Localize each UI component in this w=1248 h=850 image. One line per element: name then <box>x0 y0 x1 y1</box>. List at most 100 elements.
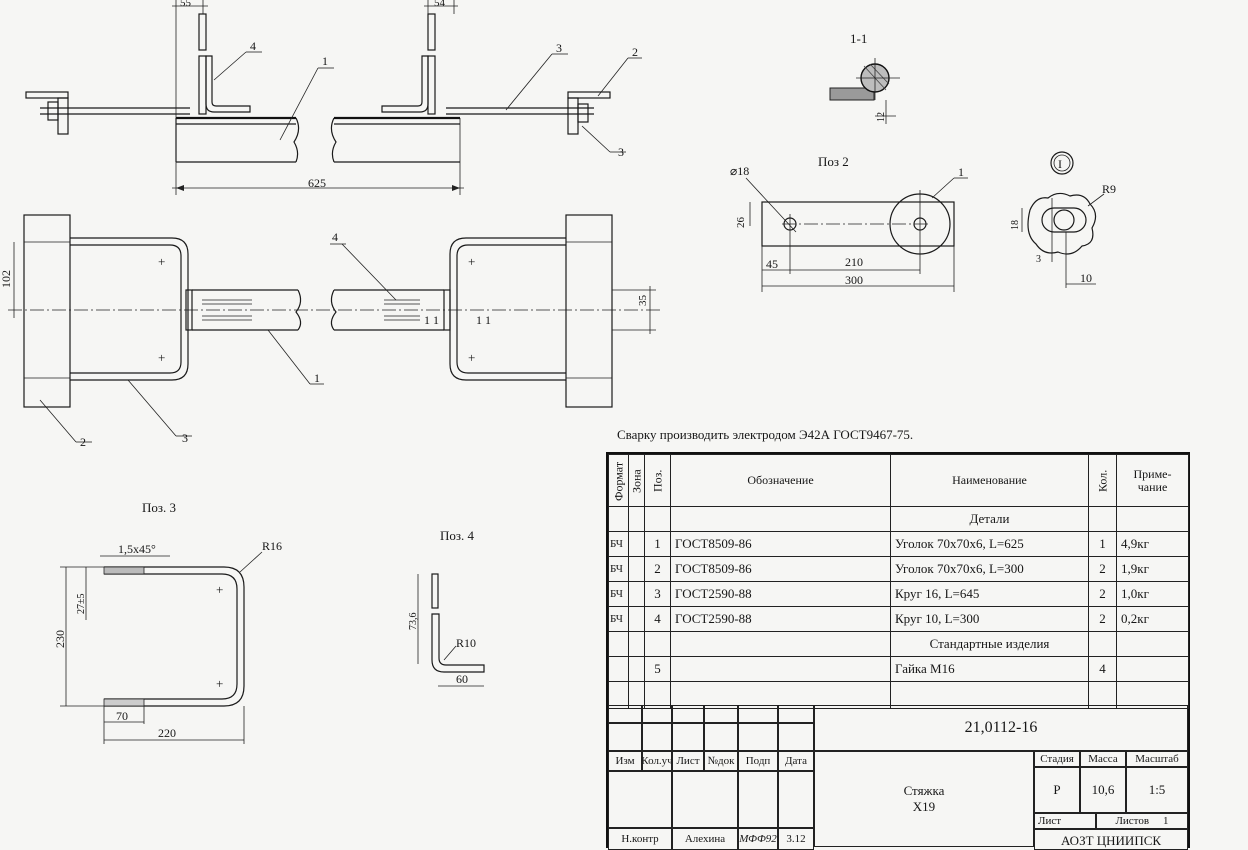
col-list: Лист <box>672 751 704 771</box>
stage-value: Р <box>1034 767 1080 813</box>
col-qty: Кол. <box>1088 454 1117 507</box>
row-note: 1,0кг <box>1116 581 1189 607</box>
pos-2-dim-45: 45 <box>766 257 778 271</box>
label-pos-3-top: 3 <box>556 41 562 55</box>
row-qty: 2 <box>1088 556 1117 582</box>
pos-2-dim-26: 26 <box>735 217 747 229</box>
role-checked: Н.контр <box>608 828 672 850</box>
pos-2-detail: Поз 2 26 45 210 300 ⌀18 1 <box>730 154 968 292</box>
table-row: БЧ 4 ГОСТ2590-88 Круг 10, L=300 2 0,2кг <box>608 606 1189 632</box>
date-checked: 3.12 <box>778 828 814 850</box>
row-format: БЧ <box>608 581 629 607</box>
row-pos: 3 <box>644 581 671 607</box>
col-note: Приме-чание <box>1116 454 1189 507</box>
section-1-1: 1-1 12 <box>829 31 900 124</box>
pos-3-dim-70: 70 <box>116 709 128 723</box>
row-note: 1,9кг <box>1116 556 1189 582</box>
dim-leg-right: 54 <box>434 0 446 9</box>
table-row: БЧ 3 ГОСТ2590-88 Круг 16, L=645 2 1,0кг <box>608 581 1189 607</box>
drawing-title: Стяжка Х19 <box>814 751 1034 847</box>
label-pos-1-top: 1 <box>322 54 328 68</box>
pos-3-title: Поз. 3 <box>142 500 176 515</box>
pos-2-hole: ⌀18 <box>730 164 749 178</box>
spec-header-row: Формат Зона Поз. Обозначение Наименовани… <box>608 454 1189 507</box>
section-parts: Детали <box>890 506 1089 532</box>
row-designation: ГОСТ2590-88 <box>670 606 891 632</box>
row-format: БЧ <box>608 556 629 582</box>
row-pos: 5 <box>644 656 671 682</box>
col-zone: Зона <box>628 454 645 507</box>
row-pos: 1 <box>644 531 671 557</box>
detail-I-dim-10: 10 <box>1080 271 1092 285</box>
section-mark: 1 1 <box>424 313 439 327</box>
row-name: Круг 16, L=645 <box>890 581 1089 607</box>
detail-I-radius: R9 <box>1102 182 1116 196</box>
plus-mark: + <box>158 350 165 365</box>
scale-value: 1:5 <box>1126 767 1188 813</box>
row-format: БЧ <box>608 531 629 557</box>
row-name: Уголок 70х70х6, L=300 <box>890 556 1089 582</box>
sheets-value: 1 <box>1163 815 1169 827</box>
title-line-2: Х19 <box>912 799 936 814</box>
pos-2-title: Поз 2 <box>818 154 849 169</box>
detail-I-dim-3: 3 <box>1036 254 1041 265</box>
pos-3-radius: R16 <box>262 539 282 553</box>
name-checked: Алехина <box>672 828 738 850</box>
plan-label-pos-2: 2 <box>80 435 86 449</box>
pos-3-dim-230: 230 <box>53 630 67 648</box>
organization: АОЗТ ЦНИИПСК <box>1034 829 1188 850</box>
section-mark: 1 1 <box>476 313 491 327</box>
row-qty: 1 <box>1088 531 1117 557</box>
pos-4-detail: Поз. 4 73,6 R10 60 <box>408 528 485 687</box>
mass-value: 10,6 <box>1080 767 1126 813</box>
label-pos-2-top: 2 <box>632 45 638 59</box>
row-designation: ГОСТ2590-88 <box>670 581 891 607</box>
plan-view: + + + + 102 35 <box>0 214 660 449</box>
plan-label-pos-3: 3 <box>182 431 188 445</box>
title-block: Изм Кол.уч Лист №док Подп Дата Н.контр А… <box>608 705 1188 850</box>
title-line-1: Стяжка <box>903 783 945 798</box>
signature-checked: МФФ92 <box>738 828 778 850</box>
label-pos-4-top: 4 <box>250 39 256 53</box>
plan-dim-left: 102 <box>0 270 13 288</box>
plan-label-pos-4: 4 <box>332 230 338 244</box>
row-name: Уголок 70х70х6, L=625 <box>890 531 1089 557</box>
stage-label: Стадия <box>1034 751 1080 767</box>
table-row: Стандартные изделия <box>608 631 1189 657</box>
row-format: БЧ <box>608 606 629 632</box>
top-left-elevation-view: 55 625 4 1 <box>25 0 464 195</box>
pos-2-label: 1 <box>958 165 964 179</box>
col-pos: Поз. <box>644 454 671 507</box>
table-row: БЧ 1 ГОСТ8509-86 Уголок 70х70х6, L=625 1… <box>608 531 1189 557</box>
plan-label-pos-1: 1 <box>314 371 320 385</box>
plus-mark: + <box>216 676 223 691</box>
col-name: Наименование <box>890 454 1089 507</box>
pos-4-radius: R10 <box>456 636 476 650</box>
section-1-1-dim: 12 <box>876 112 887 122</box>
pos-4-title: Поз. 4 <box>440 528 475 543</box>
section-standard: Стандартные изделия <box>890 631 1089 657</box>
plus-mark: + <box>468 350 475 365</box>
pos-3-dim-220: 220 <box>158 726 176 740</box>
row-designation: ГОСТ8509-86 <box>670 531 891 557</box>
dim-leg-left: 55 <box>180 0 192 9</box>
pos-4-dim-60: 60 <box>456 672 468 686</box>
row-qty: 4 <box>1088 656 1117 682</box>
row-qty: 2 <box>1088 606 1117 632</box>
pos-3-detail: Поз. 3 + + 1,5х45° R16 230 27±5 70 220 <box>53 500 282 744</box>
col-format: Формат <box>608 454 629 507</box>
detail-I: I R9 18 3 10 <box>1010 151 1116 288</box>
pos-3-chamfer: 1,5х45° <box>118 542 156 556</box>
col-izm: Изм <box>608 751 642 771</box>
plus-mark: + <box>468 254 475 269</box>
plan-dim-right: 35 <box>637 295 649 307</box>
dim-overall-625: 625 <box>308 176 326 190</box>
table-row: 5 Гайка М16 4 <box>608 656 1189 682</box>
sheets-cell: Листов 1 <box>1096 813 1188 829</box>
table-row: БЧ 2 ГОСТ8509-86 Уголок 70х70х6, L=300 2… <box>608 556 1189 582</box>
table-row: Детали <box>608 506 1189 532</box>
row-qty: 2 <box>1088 581 1117 607</box>
pos-4-dim-h: 73,6 <box>408 613 419 631</box>
row-note: 4,9кг <box>1116 531 1189 557</box>
